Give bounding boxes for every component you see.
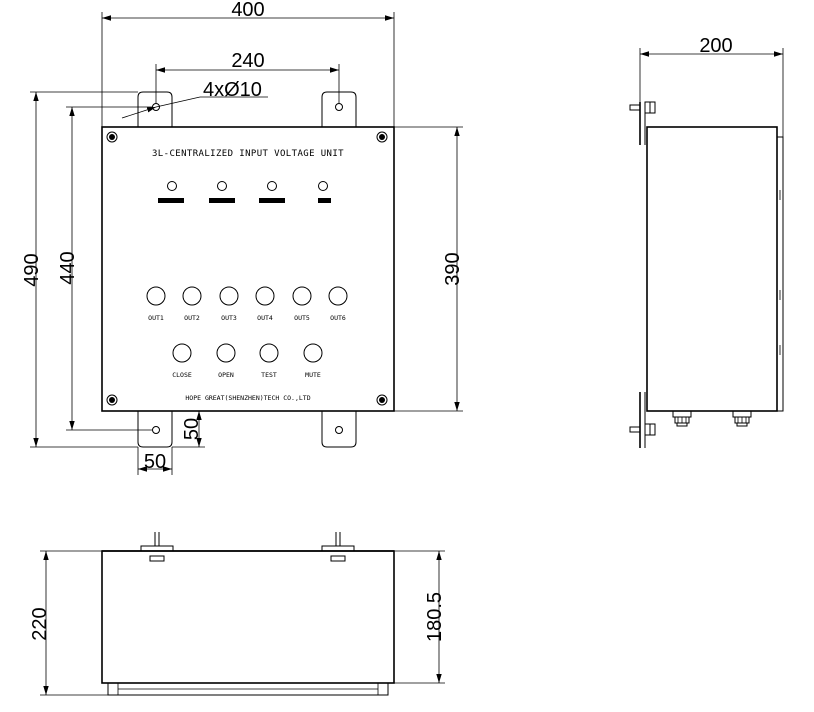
- indicator-bar: [158, 198, 331, 203]
- front-panel-body: [101, 126, 395, 412]
- bottom-view: 220 180.5: [29, 532, 446, 696]
- dim-tab-height: 50: [181, 418, 203, 440]
- close-label: CLOSE: [172, 371, 192, 379]
- dim-overall-width: 400: [231, 0, 264, 21]
- front-view: 3L-CENTRALIZED INPUT VOLTAGE UNIT OUT1 O…: [101, 91, 395, 448]
- out2-button[interactable]: [182, 286, 202, 306]
- out4-button[interactable]: [255, 286, 275, 306]
- side-bolt-bottom: [629, 426, 641, 433]
- mount-tab-bottom-left: [137, 411, 173, 448]
- out5-button[interactable]: [292, 286, 312, 306]
- side-panel-body: [646, 126, 778, 412]
- dim-mount-height: 440: [57, 251, 79, 284]
- out1-label: OUT1: [148, 314, 164, 322]
- test-button[interactable]: [259, 343, 279, 363]
- manufacturer-label: HOPE GREAT(SHENZHEN)TECH CO.,LTD: [185, 394, 310, 402]
- out3-button[interactable]: [219, 286, 239, 306]
- dim-tab-width: 50: [144, 451, 166, 473]
- dim-bottom-depth: 220: [29, 607, 51, 640]
- open-label: OPEN: [218, 371, 234, 379]
- bottom-panel-body: [101, 550, 395, 684]
- out6-label: OUT6: [330, 314, 346, 322]
- cable-gland-icon: [672, 410, 752, 427]
- output-buttons: OUT1 OUT2 OUT3 OUT4 OUT5 OUT6: [146, 286, 348, 322]
- dim-side-depth: 200: [699, 35, 732, 57]
- dim-mount-hole-spacing: 240: [231, 50, 264, 72]
- side-front-lid: [776, 136, 784, 412]
- front-dimensions: 400 240 4xØ10 490 440 390 50: [21, 0, 464, 475]
- indicator-led-icon: [167, 181, 328, 191]
- mount-hole-top-right: [335, 103, 343, 111]
- dim-body-height: 390: [442, 252, 464, 285]
- bottom-front-lid: [107, 682, 389, 696]
- out5-label: OUT5: [294, 314, 310, 322]
- side-bolt-top: [629, 104, 641, 111]
- open-button[interactable]: [216, 343, 236, 363]
- mute-button[interactable]: [303, 343, 323, 363]
- dim-overall-height: 490: [21, 253, 43, 286]
- mount-tab-top-left: [137, 91, 173, 127]
- out2-label: OUT2: [184, 314, 200, 322]
- mount-tab-bottom-right: [321, 411, 357, 448]
- out4-label: OUT4: [257, 314, 273, 322]
- bottom-view-bolt-icon: [140, 532, 355, 562]
- test-label: TEST: [261, 371, 277, 379]
- out6-button[interactable]: [328, 286, 348, 306]
- mute-label: MUTE: [305, 371, 321, 379]
- mount-hole-bottom-right: [335, 426, 343, 434]
- dim-bottom-body-depth: 180.5: [424, 592, 446, 642]
- side-view: 200: [629, 35, 784, 448]
- panel-title: 3L-CENTRALIZED INPUT VOLTAGE UNIT: [152, 149, 344, 159]
- corner-screw-icon: [106, 131, 388, 406]
- dim-mount-holes: 4xØ10: [203, 79, 262, 101]
- out3-label: OUT3: [221, 314, 237, 322]
- control-buttons: CLOSE OPEN TEST MUTE: [172, 343, 323, 379]
- out1-button[interactable]: [146, 286, 166, 306]
- close-button[interactable]: [172, 343, 192, 363]
- mount-hole-bottom-left: [152, 426, 160, 434]
